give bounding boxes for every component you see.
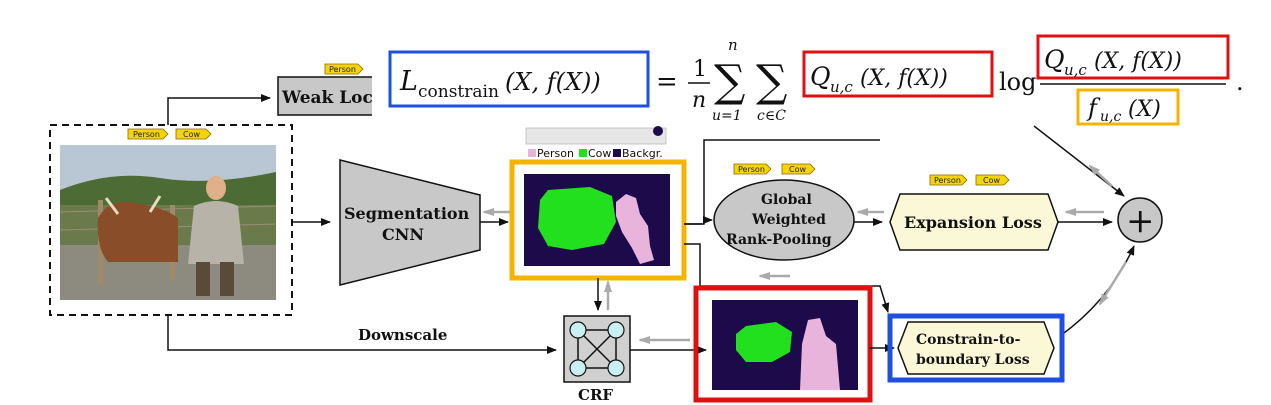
formula-q-args: (X, f(X)) — [860, 66, 948, 91]
photo-tag-person: Person — [127, 128, 169, 140]
formula-frac-top-red-box — [1036, 34, 1230, 80]
expansion-tag-person: Person — [929, 174, 968, 186]
expansion-tag-cow-label: Cow — [983, 176, 1000, 185]
formula-sum2-bottom: c∈C — [757, 108, 786, 124]
segmentation-cnn-label-2: CNN — [382, 225, 424, 244]
segmentation-cnn-label-1: Segmentation — [344, 204, 470, 223]
formula-frac-top-args: (X, f(X)) — [1094, 49, 1182, 74]
formula-q-red-box — [802, 50, 994, 98]
gwrp-tag-cow-label: Cow — [789, 165, 806, 174]
crf-mask-group — [693, 285, 895, 403]
photo-tag-cow-label: Cow — [183, 130, 200, 139]
expansion-tag-person-label: Person — [934, 176, 961, 185]
expansion-tag-cow: Cow — [975, 174, 1010, 186]
formula-sum1-top: n — [728, 36, 738, 54]
expansion-loss-box — [889, 193, 1059, 251]
gwrp-tag-person-label: Person — [738, 165, 765, 174]
weak-loc-tag-person-label: Person — [329, 65, 356, 74]
formula-fraction-den: n — [692, 88, 706, 113]
formula-sum1-bottom: u=1 — [712, 108, 742, 124]
segmentation-mask-person — [616, 194, 654, 264]
gwrp-label-3: Rank-Pooling — [726, 232, 832, 248]
constrain-loss-blue-box — [887, 313, 1065, 383]
formula-equals: = — [656, 67, 678, 97]
expansion-loss-group: Person Cow Expansion Loss — [889, 174, 1113, 251]
segmentation-cnn-trapezoid — [339, 159, 481, 286]
constrain-loss-group: Constrain-to- boundary Loss — [887, 313, 1065, 383]
formula-sum1-sigma: ∑ — [714, 56, 745, 107]
legend-background-label: Backgr. — [622, 147, 663, 160]
gwrp-tag-person: Person — [733, 163, 772, 175]
sum-node — [1117, 197, 1163, 243]
weak-loc-group: Weak Loc Person — [167, 63, 391, 125]
mask-legend: Person Cow Backgr. — [525, 126, 667, 160]
gwrp-label-2: Weighted — [751, 212, 826, 228]
formula-lhs-args: (X, f(X)) — [505, 68, 601, 96]
formula-log: log — [999, 68, 1037, 96]
expansion-loss-label: Expansion Loss — [904, 213, 1042, 232]
formula-lhs-blue-box — [388, 50, 650, 108]
formula: L constrain (X, f(X)) = 1 n n ∑ u=1 ∑ c∈… — [372, 34, 1244, 126]
crf-graph-icon — [569, 321, 625, 377]
crf-mask-cow — [736, 322, 792, 362]
gwrp-tag-cow: Cow — [781, 163, 816, 175]
segmentation-cnn-group: Segmentation CNN — [292, 159, 510, 286]
photo-tag-person-label: Person — [133, 130, 160, 139]
formula-frac-top-symbol: Q — [1044, 45, 1065, 74]
input-image-group: Person Cow — [49, 124, 293, 316]
gwrp-group: Person Cow Global Weighted Rank-Pooling — [713, 163, 884, 261]
weak-loc-label: Weak Loc — [281, 88, 373, 108]
formula-frac-bottom-orange-box — [1076, 88, 1180, 126]
constrain-loss-label-2: boundary Loss — [916, 352, 1030, 368]
formula-fraction-num: 1 — [693, 57, 707, 82]
downscale-crf-group: Downscale CRF — [167, 315, 707, 404]
legend-cow-label: Cow — [588, 147, 611, 160]
sum-symbol: + — [1126, 201, 1155, 241]
formula-q-subscript: u,c — [830, 78, 853, 96]
gwrp-ellipse — [713, 179, 855, 261]
segmentation-mask-group — [509, 159, 687, 281]
sum-group: + — [1033, 125, 1163, 337]
weak-loc-tag-person: Person — [324, 63, 364, 75]
formula-frac-bottom-args: (X) — [1128, 97, 1161, 122]
formula-sum2-sigma: ∑ — [756, 56, 787, 107]
legend-person-label: Person — [537, 147, 574, 160]
constrain-loss-label-1: Constrain-to- — [916, 332, 1021, 348]
crf-label: CRF — [578, 386, 613, 404]
input-dashed-frame — [49, 124, 293, 316]
formula-lhs-symbol: L — [399, 66, 418, 97]
weak-loc-box — [277, 76, 391, 116]
constrain-loss-box — [897, 321, 1055, 375]
formula-frac-top-subscript: u,c — [1064, 61, 1087, 79]
formula-frac-bottom-subscript: u,c — [1100, 109, 1121, 125]
input-photo — [59, 145, 277, 300]
formula-lhs-subscript: constrain — [418, 82, 499, 102]
downscale-label: Downscale — [358, 326, 447, 344]
crf-mask-red-box — [693, 285, 873, 403]
crf-mask-person — [800, 318, 840, 390]
formula-period: . — [1236, 68, 1244, 96]
photo-tag-cow: Cow — [175, 128, 212, 140]
segmentation-mask-cow — [538, 187, 616, 250]
formula-q-symbol: Q — [810, 62, 831, 91]
gwrp-label-1: Global — [761, 192, 812, 208]
